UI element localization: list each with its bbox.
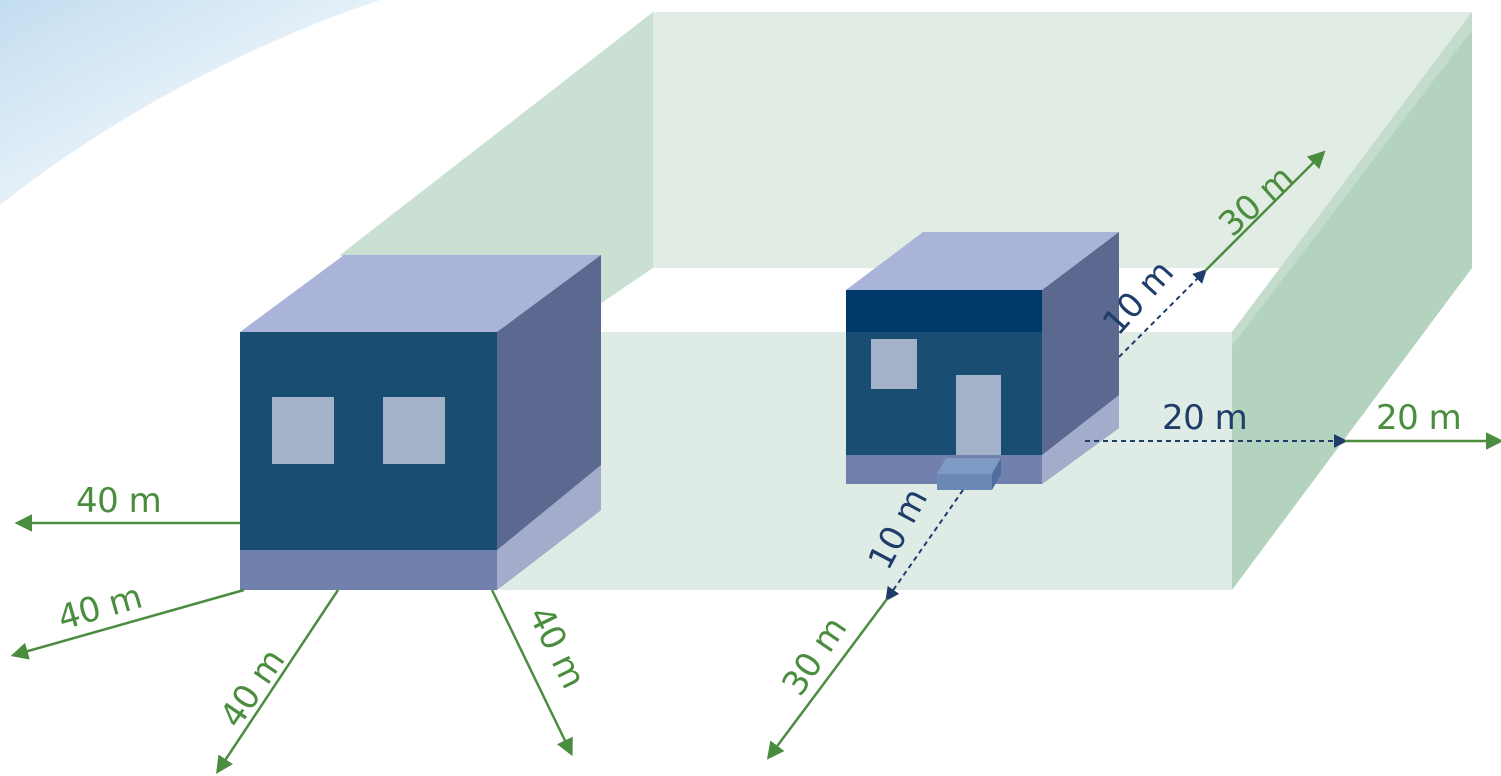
right-building-step-side	[992, 458, 1001, 490]
left-building-window-1	[272, 397, 334, 464]
label-right: 40 m	[520, 600, 593, 694]
dashed-front	[885, 489, 964, 602]
right-building-top	[846, 232, 1119, 290]
label-lower-left: 40 m	[53, 577, 146, 639]
arrow-back	[1204, 150, 1326, 272]
arrow-front	[216, 589, 340, 774]
left-building-side-base	[497, 465, 601, 590]
zone-right-edge-shade	[1232, 12, 1472, 346]
label-front: 40 m	[212, 642, 293, 735]
arrow-right-down	[490, 589, 573, 757]
left-building-top	[240, 255, 601, 332]
left-building-base	[240, 550, 497, 590]
right-building-step	[937, 474, 992, 490]
label-left: 40 m	[76, 481, 161, 521]
arrow-front-right	[766, 598, 889, 760]
right-building-door	[956, 375, 1001, 455]
right-building-window	[871, 339, 917, 389]
label-side-inner: 20 m	[1162, 398, 1247, 438]
right-building-side-base	[1042, 395, 1119, 484]
zone-back-panel	[653, 12, 1472, 268]
left-building-window-2	[383, 397, 445, 464]
label-side-outer: 20 m	[1376, 398, 1461, 438]
right-building	[846, 232, 1119, 490]
arrow-lower-left	[10, 588, 245, 660]
dashed-back	[1118, 269, 1207, 358]
right-building-step-top	[937, 458, 1001, 474]
left-building	[240, 255, 601, 590]
background-swoosh	[0, 0, 380, 205]
zone-right-panel	[1232, 12, 1472, 590]
right-building-roof-band	[846, 290, 1042, 332]
